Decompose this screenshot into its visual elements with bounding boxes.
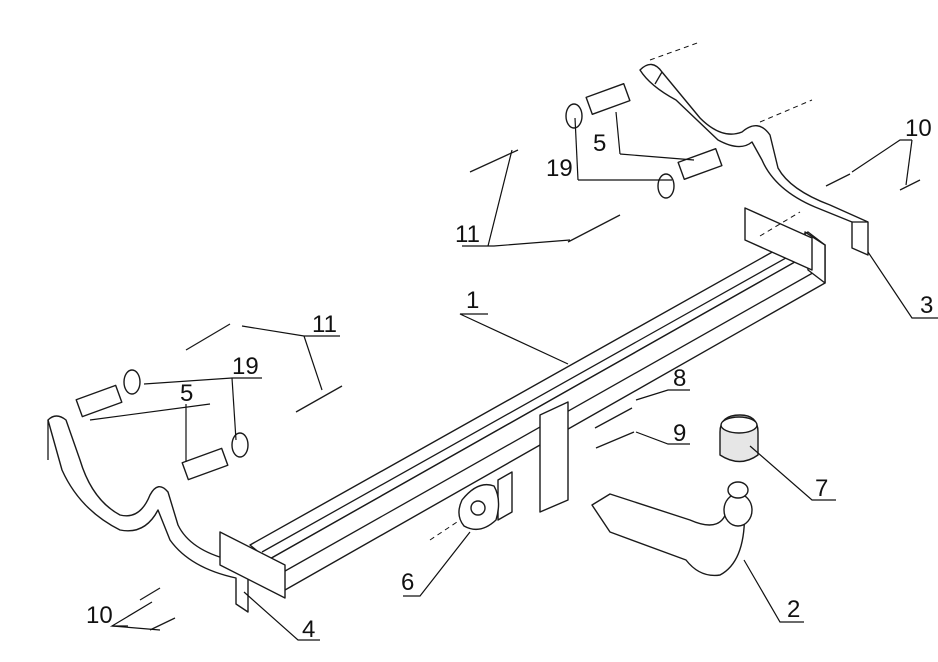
spacers-right [565, 83, 723, 199]
ball-cap [719, 414, 759, 463]
callout-19-right: 19 [546, 155, 573, 182]
callout-5-right: 5 [593, 130, 606, 157]
callout-labels: 1 2 3 4 5 5 6 7 8 9 10 10 11 11 19 19 [86, 115, 933, 643]
socket-plate [458, 483, 500, 531]
center-mounting-bracket [497, 401, 569, 521]
callout-10-right: 10 [905, 115, 932, 142]
left-side-bracket [47, 415, 249, 613]
callout-4: 4 [302, 616, 315, 643]
callout-5-left: 5 [180, 380, 193, 407]
callout-8: 8 [673, 365, 686, 392]
right-side-bracket [639, 63, 869, 256]
callout-11-right: 11 [455, 221, 480, 248]
callout-1: 1 [466, 287, 479, 314]
right-end-plate [744, 207, 813, 271]
tow-ball-neck [591, 481, 753, 577]
callout-19-left: 19 [232, 353, 259, 380]
spacers-left [75, 369, 249, 481]
callout-6: 6 [401, 569, 414, 596]
callout-11-left: 11 [312, 311, 337, 338]
callout-3: 3 [920, 292, 933, 319]
leader-lines [89, 111, 938, 641]
callout-7: 7 [815, 475, 828, 502]
callout-10-left: 10 [86, 602, 113, 629]
assembly-lines [429, 41, 813, 541]
left-end-plate [219, 531, 286, 599]
bolts [139, 149, 921, 631]
callout-9: 9 [673, 420, 686, 447]
callout-2: 2 [787, 596, 800, 623]
